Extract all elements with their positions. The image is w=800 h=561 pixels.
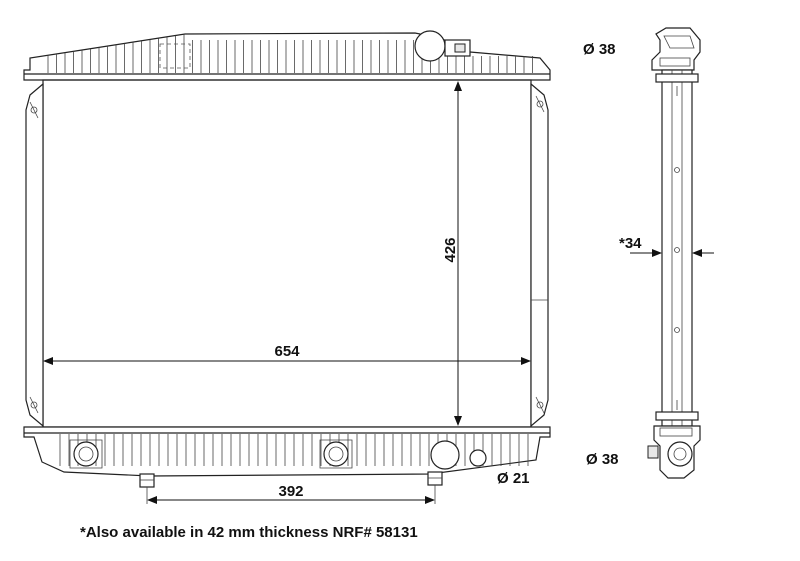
outlet-diameter-label: Ø 38 (586, 451, 619, 468)
inlet-fitting (651, 27, 701, 71)
thickness-dimension: *34 (619, 235, 714, 257)
drain-plug (469, 449, 487, 467)
width-dimension: 654 (43, 343, 531, 365)
bottom-tank (23, 426, 551, 488)
front-view: 654 426 392 Ø 21 (23, 30, 551, 504)
thickness-note: *Also available in 42 mm thickness NRF# … (80, 524, 418, 541)
top-tank (23, 30, 551, 81)
left-bottom-port (69, 439, 103, 469)
left-side-bracket (25, 82, 44, 428)
left-mount-pin (139, 473, 155, 488)
filler-cap (414, 30, 446, 62)
height-dimension: 426 (442, 81, 462, 426)
side-view: *34 Ø 38 Ø 38 (583, 27, 714, 479)
outlet-port (430, 440, 460, 470)
thickness-label: *34 (619, 235, 642, 252)
outlet-fitting (647, 425, 701, 479)
mount-spacing-dimension: 392 (146, 483, 436, 504)
inlet-diameter-label: Ø 38 (583, 41, 616, 58)
right-side-bracket (530, 82, 549, 428)
right-mount-pin (427, 471, 443, 486)
height-label: 426 (442, 237, 459, 262)
middle-bottom-port (319, 439, 353, 469)
mount-spacing-label: 392 (278, 483, 303, 500)
width-label: 654 (274, 343, 300, 360)
side-core (655, 69, 699, 427)
drain-diameter-label: Ø 21 (497, 470, 530, 487)
